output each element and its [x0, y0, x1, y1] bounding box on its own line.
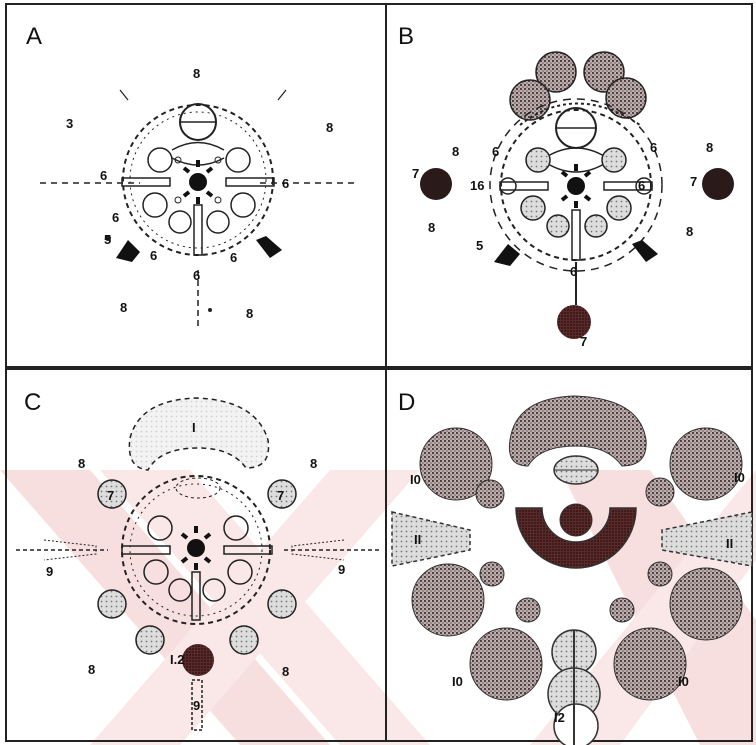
label-6: 6 — [492, 144, 499, 159]
panel-d-label: D — [398, 389, 415, 416]
label-1: I — [192, 420, 196, 435]
label-11: II — [414, 532, 421, 547]
label-10: I0 — [678, 674, 689, 689]
label-10: I0 — [734, 470, 745, 485]
label-6: 6 — [230, 250, 237, 265]
label-7: 7 — [580, 334, 587, 349]
panel-a-label: A — [26, 23, 42, 50]
label-8: 8 — [428, 220, 435, 235]
label-8: 8 — [310, 456, 317, 471]
label-8: 8 — [452, 144, 459, 159]
label-5: 5 — [104, 232, 111, 247]
panel-b-diagram — [420, 52, 734, 339]
label-8: 8 — [88, 662, 95, 677]
panel-a-diagram — [40, 90, 355, 330]
label-7: 7 — [277, 488, 284, 503]
label-7: 7 — [412, 166, 419, 181]
label-11: II — [726, 536, 733, 551]
label-8: 8 — [706, 140, 713, 155]
label-9: 9 — [338, 562, 345, 577]
label-6: 6 — [150, 248, 157, 263]
label-12: I2 — [554, 710, 565, 725]
label-6: 6 — [282, 176, 289, 191]
label-6: 6 — [193, 268, 200, 283]
label-16: 16 — [470, 178, 484, 193]
label-10: I0 — [410, 472, 421, 487]
label-8: 8 — [246, 306, 253, 321]
label-12: I.2 — [170, 652, 184, 667]
label-7: 7 — [690, 174, 697, 189]
label-9: 9 — [193, 698, 200, 713]
label-6: 6 — [638, 178, 645, 193]
label-6: 6 — [570, 264, 577, 279]
label-10: I0 — [452, 674, 463, 689]
label-8: 8 — [326, 120, 333, 135]
label-6: 6 — [100, 168, 107, 183]
label-7: 7 — [107, 488, 114, 503]
panel-c-label: C — [24, 389, 41, 416]
label-8: 8 — [193, 66, 200, 81]
label-9: 9 — [46, 564, 53, 579]
label-5: 5 — [476, 238, 483, 253]
label-8: 8 — [78, 456, 85, 471]
label-6: 6 — [112, 210, 119, 225]
label-6: 6 — [650, 140, 657, 155]
label-8: 8 — [282, 664, 289, 679]
label-8: 8 — [120, 300, 127, 315]
panel-b-label: B — [398, 23, 414, 50]
label-3: 3 — [66, 116, 73, 131]
label-8: 8 — [686, 224, 693, 239]
